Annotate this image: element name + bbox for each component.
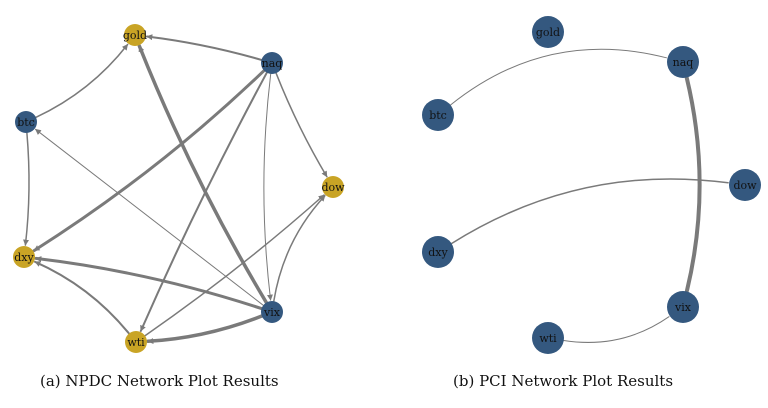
node-naq-circle: [261, 52, 283, 74]
node-naq: naq: [667, 46, 699, 78]
node-btc-circle: [15, 111, 37, 133]
node-gold-circle: [124, 24, 146, 46]
edge-vix-dxy: [34, 256, 264, 311]
node-dxy-circle: [422, 236, 454, 268]
edge-naq-gold: [145, 34, 263, 61]
node-vix-circle: [667, 291, 699, 323]
node-btc-label: btc: [17, 116, 35, 129]
npdc-edges: [23, 34, 328, 344]
pci-caption: (b) PCI Network Plot Results: [453, 372, 674, 390]
npdc-network-panel: gold naq btc dow dxy vix wti: [13, 24, 345, 353]
node-wti-circle: [532, 322, 564, 354]
edge-vix-dow: [273, 195, 326, 302]
node-wti: wti: [532, 322, 564, 354]
node-wti-label: wti: [127, 336, 145, 349]
node-dow-label: dow: [733, 179, 757, 192]
node-dow: dow: [321, 176, 345, 198]
node-naq-label: naq: [262, 57, 283, 70]
edge-vix-wti: [146, 314, 264, 344]
edge-btc-gold: [35, 43, 129, 119]
node-wti: wti: [125, 331, 147, 353]
node-btc-label: btc: [429, 109, 447, 122]
npdc-nodes: gold naq btc dow dxy vix wti: [13, 24, 345, 353]
node-wti-label: wti: [539, 332, 557, 345]
edge-wti-dow: [144, 194, 325, 337]
node-dow-circle: [729, 169, 761, 201]
edge-btc-dxy: [23, 132, 30, 246]
node-vix-label: vix: [263, 306, 281, 319]
edge-naq-dow: [275, 72, 328, 178]
node-vix-label: vix: [674, 301, 692, 314]
node-gold: gold: [532, 16, 564, 48]
node-gold: gold: [123, 24, 147, 46]
node-btc-circle: [422, 99, 454, 131]
edge-naq-dxy: [32, 69, 266, 253]
node-vix-circle: [261, 301, 283, 323]
node-gold-circle: [532, 16, 564, 48]
pci-nodes: gold naq btc dow dxy vix wti: [422, 16, 761, 354]
node-wti-circle: [125, 331, 147, 353]
edge-naq-vix: [263, 73, 273, 301]
edge-wti-dxy: [34, 260, 130, 335]
edge-btc-naq: [450, 48, 667, 106]
edge-naq-wti: [139, 71, 268, 332]
node-dxy-label: dxy: [428, 246, 448, 259]
node-btc: btc: [15, 111, 37, 133]
pci-network-panel: gold naq btc dow dxy vix wti: [422, 16, 761, 354]
node-naq-circle: [667, 46, 699, 78]
node-dxy: dxy: [13, 246, 35, 268]
node-naq: naq: [261, 52, 283, 74]
npdc-caption: (a) NPDC Network Plot Results: [40, 372, 279, 390]
edge-vix-gold: [137, 44, 269, 305]
edge-naq-vix: [684, 75, 702, 293]
node-gold-label: gold: [536, 26, 560, 39]
node-dow-circle: [322, 176, 344, 198]
node-vix: vix: [667, 291, 699, 323]
node-dxy: dxy: [422, 236, 454, 268]
node-dxy-label: dxy: [14, 251, 34, 264]
edge-dxy-dow: [450, 178, 729, 245]
node-vix: vix: [261, 301, 283, 323]
node-btc: btc: [422, 99, 454, 131]
node-gold-label: gold: [123, 29, 147, 42]
pci-edges: [450, 48, 729, 343]
edge-wti-vix: [563, 316, 670, 343]
node-dow: dow: [729, 169, 761, 201]
edge-vix-btc: [35, 128, 264, 306]
node-dxy-circle: [13, 246, 35, 268]
node-naq-label: naq: [673, 56, 694, 69]
node-dow-label: dow: [321, 181, 345, 194]
